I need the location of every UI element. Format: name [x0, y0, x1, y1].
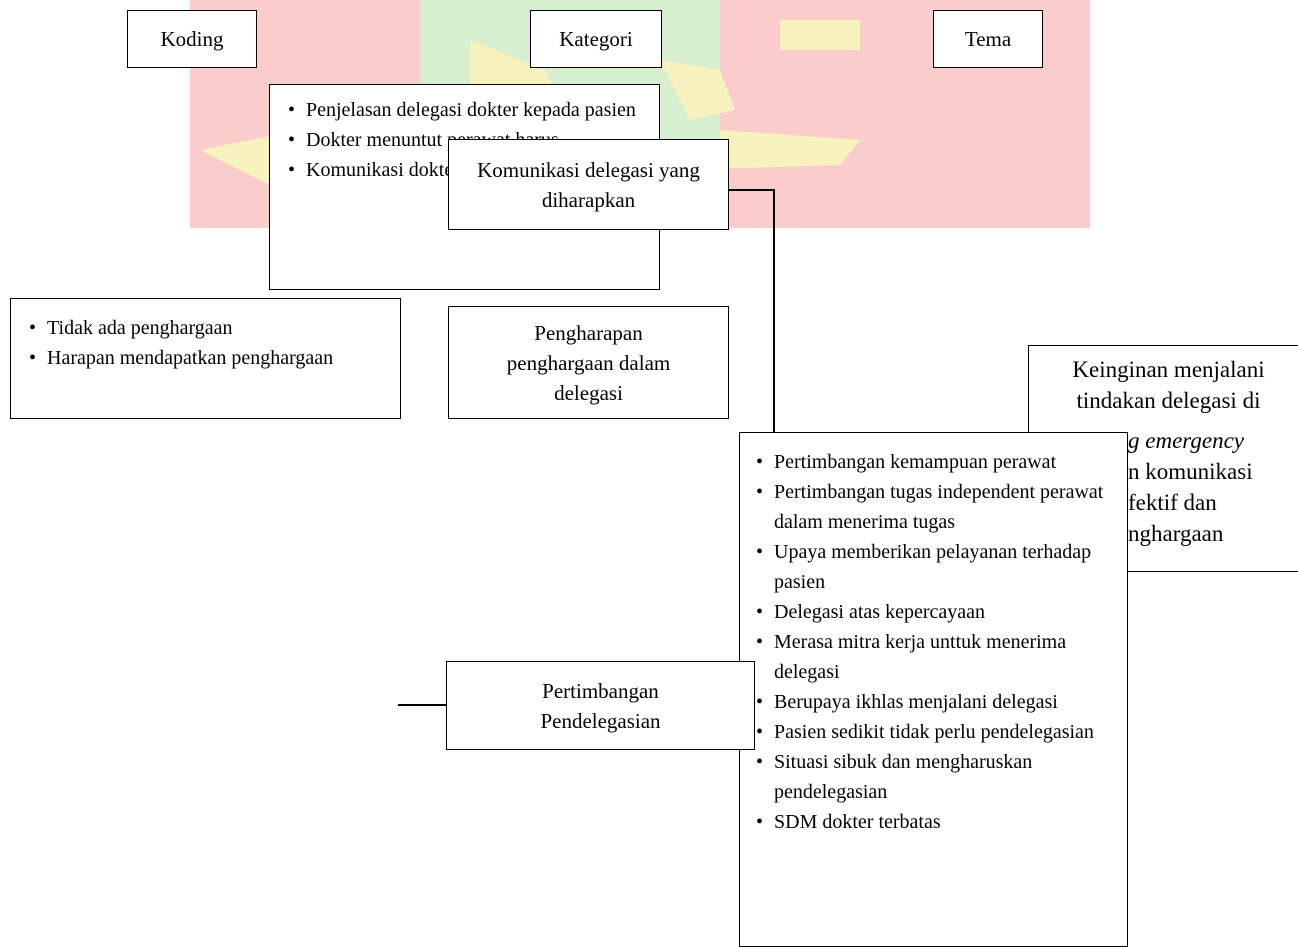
code-item: Situasi sibuk dan mengharuskan pendelega… — [754, 747, 1117, 807]
tema-line: g emergency — [1128, 428, 1244, 453]
code-item: Pasien sedikit tidak perlu pendelegasian — [754, 717, 1117, 747]
category-penghargaan-label: Pengharapan penghargaan dalam delegasi — [506, 320, 671, 405]
tema-line: Keinginan menjalani — [1072, 357, 1265, 382]
code-item: Delegasi atas kepercayaan — [754, 597, 1117, 627]
connector-line — [398, 704, 446, 706]
koding-header: Koding — [127, 10, 257, 68]
tema-fragments: g emergency n komunikasi fektif dan ngha… — [1128, 425, 1298, 549]
code-item: Pertimbangan tugas independent perawat d… — [754, 477, 1117, 537]
tema-header: Tema — [933, 10, 1043, 68]
tema-line: fektif dan — [1128, 490, 1217, 515]
codes-pertimbangan-list: Pertimbangan kemampuan perawat Pertimban… — [754, 447, 1117, 837]
codes-penghargaan-list: Tidak ada penghargaan Harapan mendapatka… — [27, 313, 390, 373]
category-pertimbangan: Pertimbangan Pendelegasian — [446, 661, 755, 750]
codes-penghargaan-box: Tidak ada penghargaan Harapan mendapatka… — [10, 298, 401, 419]
tema-line: nghargaan — [1128, 521, 1224, 546]
category-komunikasi: Komunikasi delegasi yang diharapkan — [448, 139, 729, 230]
code-item: Pertimbangan kemampuan perawat — [754, 447, 1117, 477]
kategori-header: Kategori — [530, 10, 662, 68]
code-item: Merasa mitra kerja unttuk menerima deleg… — [754, 627, 1117, 687]
codes-pertimbangan-box: Pertimbangan kemampuan perawat Pertimban… — [739, 432, 1128, 947]
category-penghargaan: Pengharapan penghargaan dalam delegasi — [448, 306, 729, 419]
code-item: Upaya memberikan pelayanan terhadap pasi… — [754, 537, 1117, 597]
code-item: Harapan mendapatkan penghargaan — [27, 343, 390, 373]
code-item: Penjelasan delegasi dokter kepada pasien — [286, 95, 649, 125]
tema-line: n komunikasi — [1128, 459, 1253, 484]
code-item: Berupaya ikhlas menjalani delegasi — [754, 687, 1117, 717]
tema-line: tindakan delegasi di — [1076, 388, 1261, 413]
category-komunikasi-label: Komunikasi delegasi yang diharapkan — [477, 157, 700, 212]
connector-line — [729, 189, 774, 191]
code-item: SDM dokter terbatas — [754, 807, 1117, 837]
tema-header-label: Tema — [964, 27, 1012, 51]
category-pertimbangan-label: Pertimbangan Pendelegasian — [540, 678, 661, 733]
kategori-header-label: Kategori — [559, 27, 633, 51]
code-item: Tidak ada penghargaan — [27, 313, 390, 343]
koding-header-label: Koding — [160, 27, 224, 51]
